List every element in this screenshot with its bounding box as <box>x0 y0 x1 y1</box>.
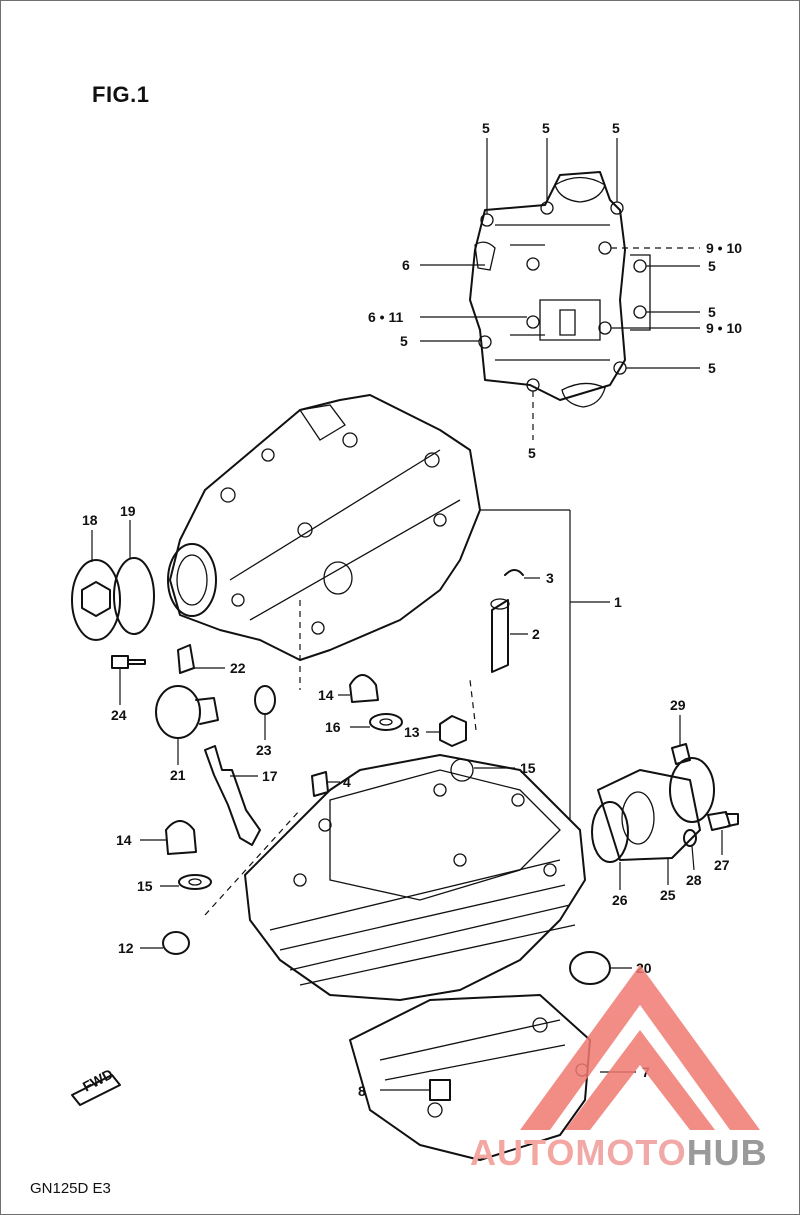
callout-17: 17 <box>262 768 278 784</box>
cylinder-head-cover <box>167 394 481 661</box>
callout-12: 12 <box>118 940 134 956</box>
callout-5-right-lower: 5 <box>708 360 716 376</box>
model-code: GN125D E3 <box>30 1180 111 1197</box>
callout-1: 1 <box>614 594 622 610</box>
callout-4: 4 <box>343 774 351 790</box>
cylinder-head <box>244 754 586 1001</box>
callout-5-top-left: 5 <box>482 120 490 136</box>
brand-part-hub: HUB <box>686 1132 768 1173</box>
cylinder-base-gasket <box>349 994 591 1161</box>
brand-part-moto: MOTO <box>575 1132 687 1173</box>
callout-15-upper: 15 <box>520 760 536 776</box>
callout-5-right-mid: 5 <box>708 304 716 320</box>
callout-9-10-lower: 9 • 10 <box>706 320 742 336</box>
callout-5-top-right: 5 <box>612 120 620 136</box>
callout-19: 19 <box>120 503 136 519</box>
callout-29: 29 <box>670 697 686 713</box>
callout-leaders <box>91 509 723 1091</box>
callout-6: 6 <box>402 257 410 273</box>
callout-9-10-upper: 9 • 10 <box>706 240 742 256</box>
callout-27: 27 <box>714 857 730 873</box>
callout-5-right-upper: 5 <box>708 258 716 274</box>
figure-title: FIG.1 <box>92 82 150 107</box>
callout-6-11: 6 • 11 <box>368 309 403 325</box>
brand-part-auto: AUTO <box>470 1132 576 1173</box>
callout-5-top-mid: 5 <box>542 120 550 136</box>
callout-5-left: 5 <box>400 333 408 349</box>
callout-16: 16 <box>325 719 341 735</box>
callout-5-bottom: 5 <box>528 445 536 461</box>
callout-22: 22 <box>230 660 246 676</box>
head-cover-top-view <box>469 171 651 408</box>
callout-13: 13 <box>404 724 420 740</box>
callout-21: 21 <box>170 767 186 783</box>
small-parts <box>71 557 739 1106</box>
watermark-logo <box>520 965 760 1130</box>
callout-28: 28 <box>686 872 702 888</box>
callout-15-lower: 15 <box>137 878 153 894</box>
watermark-brand-text: AUTOMOTOHUB <box>470 1132 768 1174</box>
callout-3: 3 <box>546 570 554 586</box>
callout-14-upper: 14 <box>318 687 334 703</box>
callout-24: 24 <box>111 707 127 723</box>
callout-23: 23 <box>256 742 272 758</box>
head-cover-leaders <box>420 138 700 440</box>
callout-26: 26 <box>612 892 628 908</box>
callout-8: 8 <box>358 1083 366 1099</box>
callout-14-lower: 14 <box>116 832 132 848</box>
callout-18: 18 <box>82 512 98 528</box>
callout-25: 25 <box>660 887 676 903</box>
callout-2: 2 <box>532 626 540 642</box>
